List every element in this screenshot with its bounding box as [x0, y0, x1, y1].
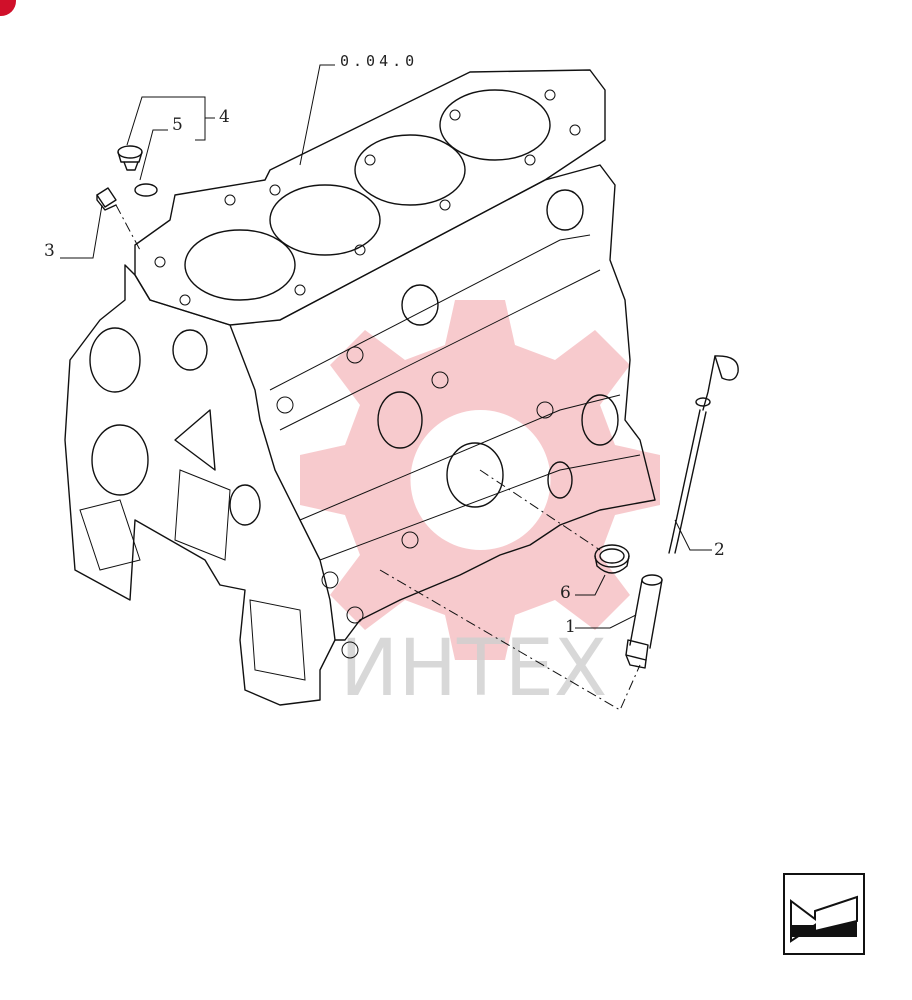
callout-4: 4 [219, 107, 230, 127]
part-3-plug [96, 187, 117, 211]
reference-label: 0.04.0 [340, 52, 418, 70]
part-6-ring-seal [594, 544, 630, 574]
engine-block [64, 69, 656, 706]
watermark-gear-icon [300, 300, 660, 660]
part-4-plug [117, 145, 143, 171]
leader-lines [60, 64, 712, 629]
next-page-arrow-icon [790, 895, 858, 943]
next-page-button[interactable] [783, 873, 865, 955]
callout-2: 2 [714, 540, 725, 560]
watermark-text: ИНТЕХ [340, 624, 607, 714]
part-1-dipstick-tube [625, 574, 663, 669]
callout-1: 1 [565, 617, 576, 637]
callout-6: 6 [560, 583, 571, 603]
part-5-washer [134, 183, 158, 197]
callout-5: 5 [172, 115, 183, 135]
assembly-line-plug [115, 204, 141, 251]
part-2-dipstick [668, 355, 739, 554]
assembly-line-seal [479, 469, 601, 551]
callout-3: 3 [44, 241, 55, 261]
